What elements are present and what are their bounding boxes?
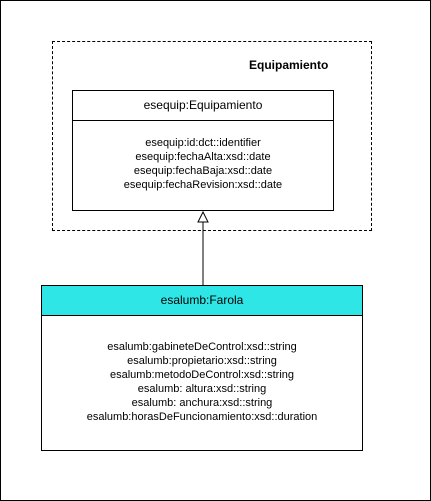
attribute-row: esequip:fechaAlta:xsd::date (135, 151, 271, 163)
attribute-row: esalumb: altura:xsd::string (137, 383, 267, 395)
package-title: Equipamiento (249, 58, 329, 72)
package-equipamiento[interactable]: Equipamiento (52, 41, 372, 231)
attribute-row: esequip:fechaRevision:xsd::date (123, 179, 283, 191)
class-equipamiento-attributes: esequip:id:dct::identifier esequip:fecha… (73, 121, 333, 192)
attribute-row: esalumb:propietario:xsd::string (127, 355, 277, 367)
attribute-row: esalumb:gabineteDeControl:xsd::string (107, 341, 297, 353)
attribute-row: esalumb:metodoDeControl:xsd::string (109, 369, 295, 381)
attribute-row: esequip:id:dct::identifier (145, 137, 261, 149)
generalization-arrowhead-icon (197, 210, 209, 223)
class-farola-name: esalumb:Farola (42, 286, 362, 316)
attribute-row: esequip:fechaBaja:xsd::date (133, 165, 273, 177)
class-farola[interactable]: esalumb:Farola esalumb:gabineteDeControl… (41, 285, 363, 451)
class-equipamiento-name: esequip:Equipamiento (73, 91, 333, 121)
class-equipamiento[interactable]: esequip:Equipamiento esequip:id:dct::ide… (72, 90, 334, 211)
attribute-row: esalumb:horasDeFuncionamiento:xsd::durat… (86, 411, 318, 423)
attribute-row: esalumb: anchura:xsd::string (131, 397, 273, 409)
class-farola-attributes: esalumb:gabineteDeControl:xsd::string es… (42, 316, 362, 424)
